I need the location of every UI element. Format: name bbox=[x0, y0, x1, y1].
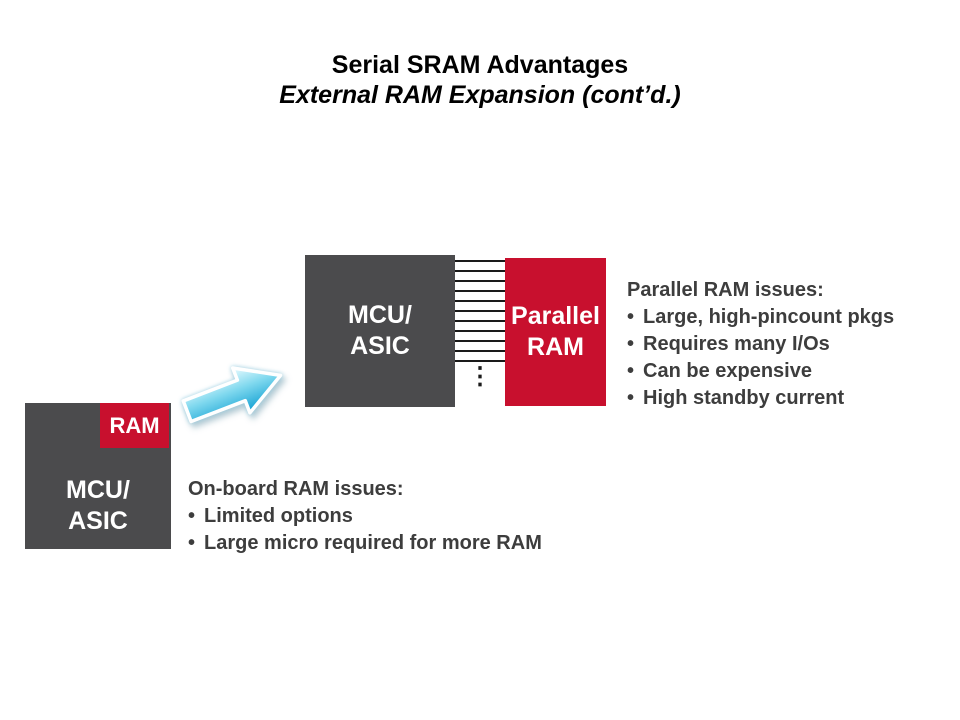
parallel-ram-issue-text: High standby current bbox=[643, 387, 845, 409]
parallel-ram-issue-text: Requires many I/Os bbox=[643, 333, 830, 355]
mcu-asic-top-label-line2: ASIC bbox=[350, 332, 410, 360]
mcu-asic-box-top: MCU/ ASIC bbox=[305, 255, 455, 407]
onboard-ram-issue-text: Limited options bbox=[204, 505, 353, 527]
parallel-ram-issue-item: • Large, high-pincount pkgs bbox=[627, 304, 894, 331]
upgrade-arrow-icon bbox=[170, 352, 304, 432]
parallel-ram-label-line2: RAM bbox=[527, 333, 584, 361]
parallel-ram-issues-heading: Parallel RAM issues: bbox=[627, 279, 824, 301]
onboard-ram-issues: On-board RAM issues: • Limited options • L… bbox=[188, 476, 542, 557]
slide-title-block: Serial SRAM Advantages External RAM Expa… bbox=[0, 50, 960, 110]
parallel-ram-issue-item: • Can be expensive bbox=[627, 358, 894, 385]
mcu-asic-top-label-line1: MCU/ bbox=[348, 301, 412, 329]
slide-title: Serial SRAM Advantages bbox=[331, 51, 629, 79]
mcu-asic-bottom-label-line1: MCU/ bbox=[66, 476, 130, 504]
onboard-ram-issue-item: • Limited options bbox=[188, 503, 542, 530]
bus-lines bbox=[455, 260, 505, 362]
onboard-ram-issue-item: • Large micro required for more RAM bbox=[188, 530, 542, 557]
bullet-marker: • bbox=[627, 306, 635, 328]
parallel-ram-issue-item: • High standby current bbox=[627, 385, 894, 412]
bullet-marker: • bbox=[627, 360, 635, 382]
bullet-marker: • bbox=[627, 387, 635, 409]
slide-subtitle: External RAM Expansion (cont’d.) bbox=[279, 81, 681, 109]
ram-chip-box: RAM bbox=[100, 403, 169, 448]
parallel-ram-issue-text: Large, high-pincount pkgs bbox=[643, 306, 895, 328]
parallel-bus: ⋮ bbox=[455, 260, 505, 405]
bullet-marker: • bbox=[627, 333, 635, 355]
parallel-ram-issue-text: Can be expensive bbox=[643, 360, 812, 382]
mcu-asic-bottom-label-line2: ASIC bbox=[68, 507, 128, 535]
bullet-marker: • bbox=[188, 505, 196, 527]
bullet-marker: • bbox=[188, 532, 196, 554]
bus-ellipsis: ⋮ bbox=[468, 363, 492, 390]
ram-chip-label: RAM bbox=[109, 412, 160, 438]
parallel-ram-issue-item: • Requires many I/Os bbox=[627, 331, 894, 358]
parallel-ram-box: Parallel RAM bbox=[505, 258, 606, 406]
parallel-ram-label-line1: Parallel bbox=[511, 302, 600, 330]
onboard-ram-issues-heading: On-board RAM issues: bbox=[188, 478, 404, 500]
onboard-ram-issue-text: Large micro required for more RAM bbox=[204, 532, 542, 554]
parallel-ram-issues: Parallel RAM issues: • Large, high-pincou… bbox=[627, 277, 894, 412]
